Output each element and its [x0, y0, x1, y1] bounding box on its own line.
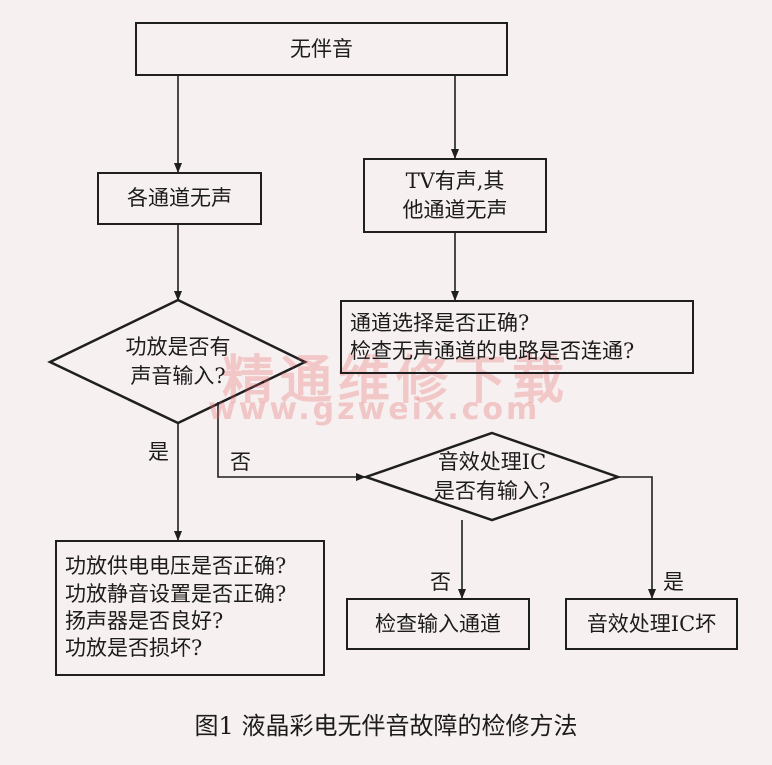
amp-checks-line2: 功放静音设置是否正确?	[65, 581, 287, 606]
check-input-channel-box: 检查输入通道	[346, 598, 530, 650]
decision-ic-input	[362, 431, 622, 522]
decision-amp-input	[47, 298, 308, 425]
check-channel-box: 通道选择是否正确? 检查无声通道的电路是否连通?	[340, 300, 694, 374]
ic-broken-label: 音效处理IC坏	[586, 611, 717, 636]
amp-input-line1: 功放是否有	[125, 335, 231, 359]
tv-sound-box: TV有声,其 他通道无声	[363, 158, 547, 233]
figure-caption: 图1 液晶彩电无伴音故障的检修方法	[194, 712, 578, 740]
tv-sound-line2: 他通道无声	[402, 197, 508, 222]
ic-input-text: 音效处理IC 是否有输入?	[412, 448, 572, 507]
amp-input-text: 功放是否有 声音输入?	[88, 333, 268, 392]
amp-input-line2: 声音输入?	[130, 364, 226, 389]
edge-label-yes-ic: 是	[663, 570, 684, 594]
start-box: 无伴音	[135, 22, 508, 76]
tv-sound-line1: TV有声,其	[405, 169, 505, 194]
check-channel-line1: 通道选择是否正确?	[350, 310, 530, 335]
check-channel-line2: 检查无声通道的电路是否连通?	[350, 339, 635, 363]
watermark-text: 精通维修下载	[222, 350, 571, 411]
amp-checks-line3: 扬声器是否良好?	[65, 609, 224, 633]
amp-checks-box: 功放供电电压是否正确? 功放静音设置是否正确? 扬声器是否良好? 功放是否损坏?	[55, 540, 325, 676]
edge-label-yes-left: 是	[148, 440, 169, 464]
all-channels-silent-box: 各通道无声	[97, 172, 262, 225]
arrow-decision-no	[217, 402, 366, 481]
ic-input-line1: 音效处理IC	[437, 450, 547, 474]
ic-input-line2: 是否有输入?	[433, 479, 551, 504]
arrow-ic-yes	[618, 476, 656, 599]
watermark-url: www.gzweix.com	[208, 392, 541, 427]
all-channels-silent-label: 各通道无声	[127, 186, 232, 211]
start-label: 无伴音	[290, 36, 353, 61]
check-input-channel-label: 检查输入通道	[375, 611, 501, 636]
edge-label-no-ic: 否	[430, 570, 451, 594]
edge-label-no-left: 否	[230, 450, 251, 474]
amp-checks-line4: 功放是否损坏?	[65, 636, 203, 661]
amp-checks-line1: 功放供电电压是否正确?	[65, 554, 287, 579]
ic-broken-box: 音效处理IC坏	[565, 598, 738, 650]
